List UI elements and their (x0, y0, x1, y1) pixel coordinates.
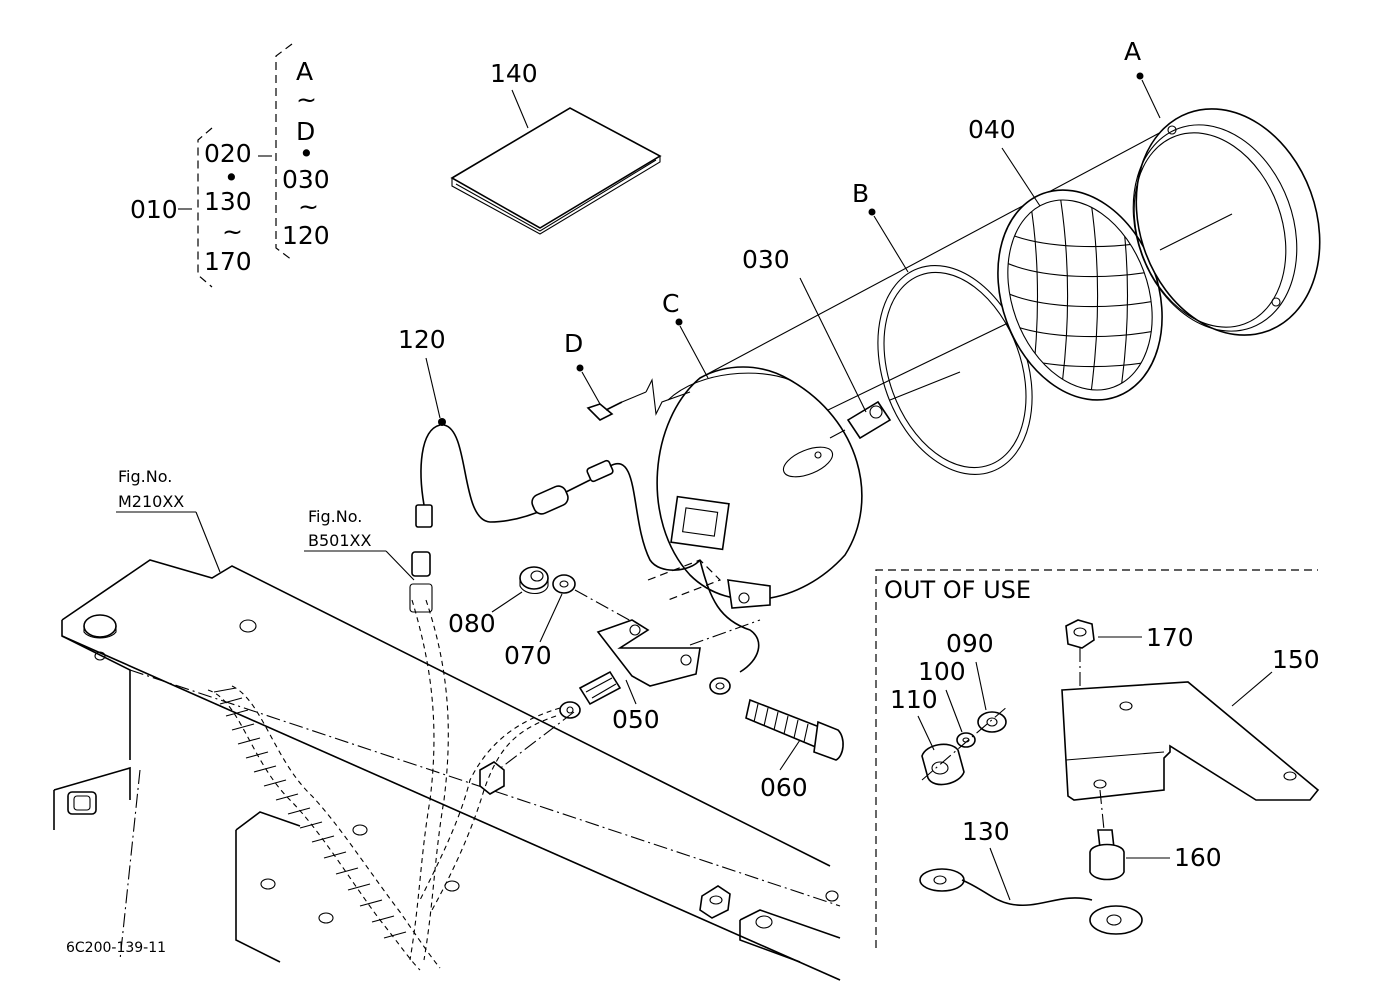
part-140-manual: 140 (450, 59, 662, 235)
tractor-frame (53, 551, 841, 981)
inset-title: OUT OF USE (884, 576, 1031, 604)
label-a: A (1124, 37, 1141, 66)
part-120-harness: 120 (398, 325, 760, 673)
label-040: 040 (968, 115, 1016, 144)
lamp-assembly: C D 030 B (564, 37, 1321, 609)
label-b: B (852, 179, 869, 208)
fig-ref-1-code: M210XX (118, 492, 184, 511)
fig-ref-2-label: Fig.No. (308, 507, 362, 526)
fig-ref-1-label: Fig.No. (118, 467, 172, 486)
part-a-rim: A (1124, 37, 1321, 336)
tree-130: 130 (204, 187, 252, 216)
diagram-code: 6C200-139-11 (66, 940, 166, 956)
tree-020: 020 (204, 139, 252, 168)
label-120: 120 (398, 325, 446, 354)
label-090: 090 (946, 629, 994, 658)
out-of-use-inset: OUT OF USE 170 150 160 110 100 090 (875, 569, 1320, 948)
label-100: 100 (918, 657, 966, 686)
label-140: 140 (490, 59, 538, 88)
part-tree: 010 020 • 130 ~ 170 A ~ D • 030 ~ 120 (130, 43, 330, 288)
tree-tilde-1: ~ (222, 217, 243, 246)
tree-tilde-3: ~ (298, 192, 319, 221)
tree-d: D (296, 117, 315, 146)
fig-ref-m210xx: Fig.No. M210XX (116, 467, 221, 573)
label-110: 110 (890, 685, 938, 714)
label-080: 080 (448, 609, 496, 638)
tree-tilde-2: ~ (296, 85, 317, 114)
fig-ref-b501xx: Fig.No. B501XX (304, 507, 415, 581)
label-c: C (662, 289, 679, 318)
label-170: 170 (1146, 623, 1194, 652)
label-150: 150 (1272, 645, 1320, 674)
tree-a: A (296, 57, 313, 86)
tree-120: 120 (282, 221, 330, 250)
tree-010: 010 (130, 195, 178, 224)
label-050: 050 (612, 705, 660, 734)
tree-170: 170 (204, 247, 252, 276)
fig-ref-2-code: B501XX (308, 531, 371, 550)
label-160: 160 (1174, 843, 1222, 872)
label-d: D (564, 329, 583, 358)
label-130: 130 (962, 817, 1010, 846)
tree-dot-1: • (224, 163, 239, 192)
bracket-assembly: 080 070 050 (448, 559, 844, 802)
label-030: 030 (742, 245, 790, 274)
label-060: 060 (760, 773, 808, 802)
tree-030: 030 (282, 165, 330, 194)
tree-dot-2: • (299, 139, 314, 168)
label-070: 070 (504, 641, 552, 670)
